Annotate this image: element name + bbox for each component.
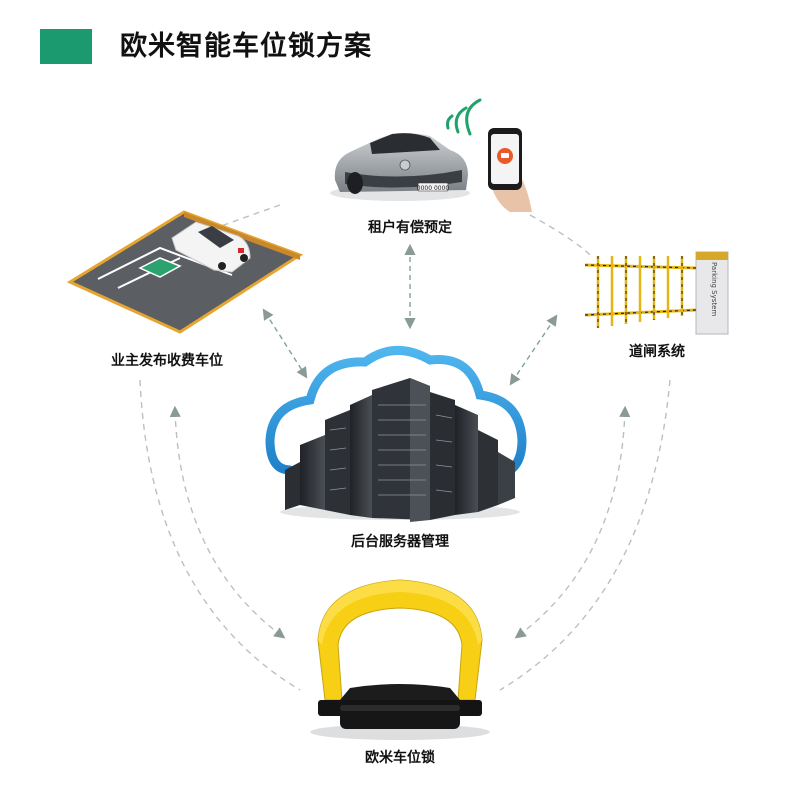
gate-brand-text: Parking System [710, 262, 718, 316]
owner-parking-label: 业主发布收费车位 [111, 353, 223, 369]
server-management-label: 后台服务器管理 [351, 534, 449, 550]
license-plate: 0000 0000 [417, 185, 450, 192]
arc-arrowheads [169, 405, 631, 639]
arrow-gate-server [509, 314, 558, 386]
arrow-gate-lock [514, 405, 631, 639]
server-arrows [262, 243, 558, 386]
car-and-phone-icon: 0000 0000 [330, 98, 532, 212]
arc-top-right [529, 214, 591, 256]
parking-lock-icon [310, 579, 490, 740]
outer-connection-arcs [139, 204, 671, 691]
tenant-booking-label: 租户有偿预定 [368, 220, 452, 236]
arrow-owner-server [262, 308, 308, 379]
arrow-owner-lock [169, 405, 286, 639]
arc-left [139, 379, 301, 691]
page-title: 欧米智能车位锁方案 [120, 31, 372, 62]
wireless-signal-icon [446, 98, 482, 136]
arc-top-left [149, 204, 281, 256]
parking-space-icon [66, 210, 304, 334]
arc-right [499, 379, 671, 691]
server-towers [285, 378, 515, 522]
barrier-gate-icon: Parking System [584, 251, 729, 335]
gate-system-label: 道闸系统 [629, 344, 685, 360]
title-accent-block [40, 29, 92, 64]
cloud-server-icon [265, 346, 527, 522]
parking-lock-label: 欧米车位锁 [365, 750, 435, 766]
